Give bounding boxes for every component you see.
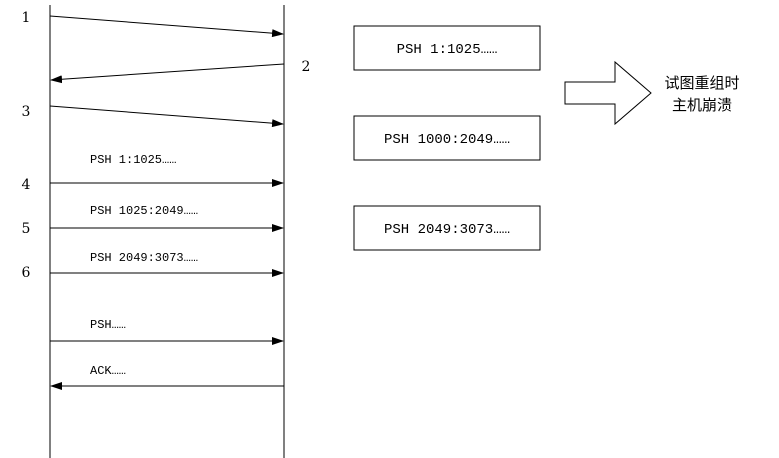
step-number-2: 2: [302, 59, 311, 75]
arrow-step-3: [49, 105, 284, 128]
step-number-3: 3: [22, 104, 31, 120]
step-number-6: 6: [22, 265, 31, 281]
arrow-label-step-6: PSH 2049:3073……: [90, 251, 198, 265]
arrow-label-step-4: PSH 1:1025……: [90, 153, 176, 167]
arrow-label-step-5: PSH 1025:2049……: [90, 204, 198, 218]
arrow-step-2: [50, 63, 285, 84]
result-text-line-2: 主机崩溃: [672, 96, 732, 114]
segment-box-1-label: PSH 1:1025……: [397, 42, 498, 58]
segment-box-3-label: PSH 2049:3073……: [384, 222, 510, 238]
segment-box-2: [353, 115, 541, 161]
segment-box-3: [353, 205, 541, 251]
result-text-line-1: 试图重组时: [664, 74, 739, 92]
arrow-step-1: [49, 15, 284, 38]
segment-box-1: [353, 25, 541, 71]
step-number-4: 4: [22, 177, 31, 193]
block-arrow-icon: [564, 60, 652, 126]
arrow-label-ack: ACK……: [90, 364, 126, 378]
arrow-label-psh: PSH……: [90, 318, 126, 332]
step-number-1: 1: [22, 10, 31, 26]
step-number-5: 5: [22, 221, 31, 237]
segment-box-2-label: PSH 1000:2049……: [384, 132, 510, 148]
